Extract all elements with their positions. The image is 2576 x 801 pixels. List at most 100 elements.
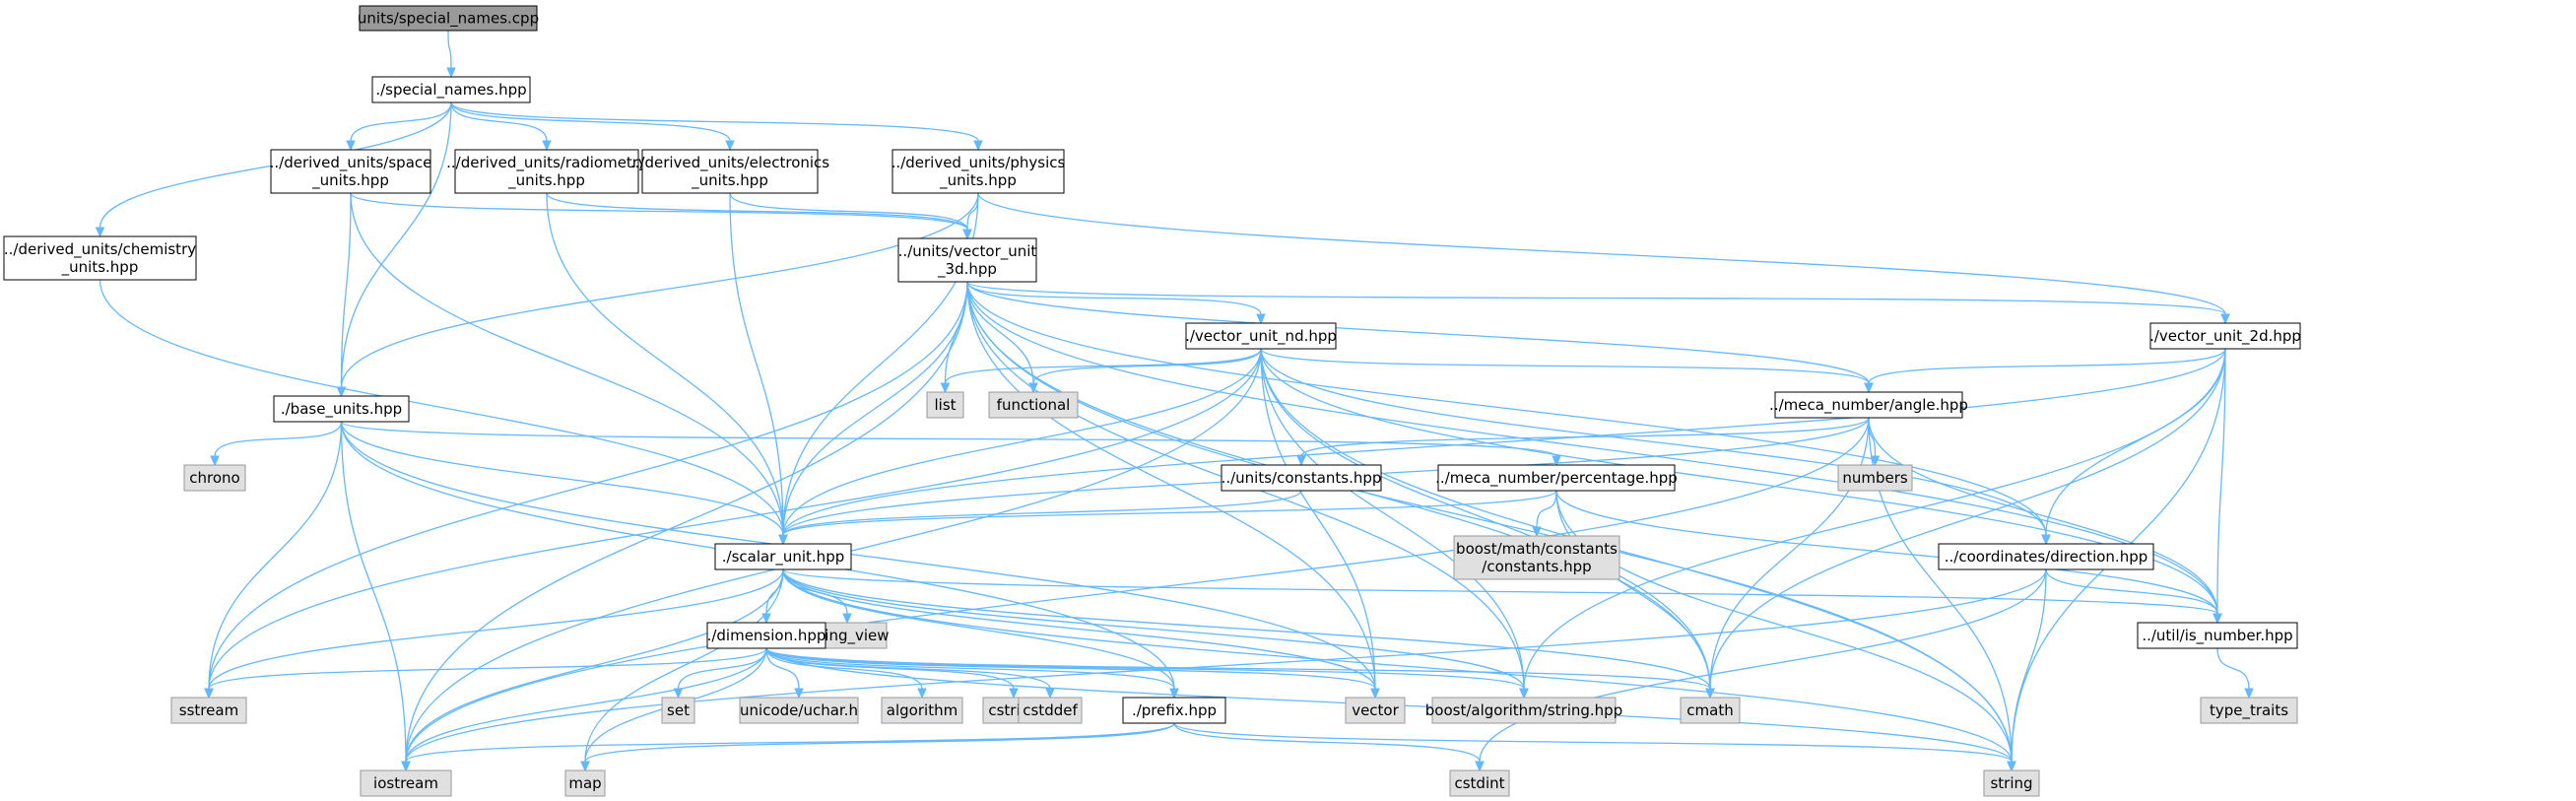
node-special_names[interactable]: ./special_names.hpp — [371, 76, 531, 103]
node-label-space: ../derived_units/space — [270, 154, 432, 172]
node-direction[interactable]: ../coordinates/direction.hpp — [1938, 543, 2154, 570]
node-box-numbers — [1837, 464, 1913, 492]
edge-vund-to-boost_string — [1260, 348, 1525, 690]
node-constants[interactable]: ../units/constants.hpp — [1221, 464, 1382, 492]
node-is_number[interactable]: ../util/is_number.hpp — [2137, 622, 2298, 649]
edge-prefix-to-iostream — [405, 722, 1175, 763]
edge-angle-to-iostream — [405, 417, 1870, 763]
node-box-special_names — [371, 76, 531, 103]
node-cstdint: cstdint — [1449, 769, 1510, 797]
node-box-percentage — [1437, 464, 1676, 492]
arrow-dimension-to-algorithm — [917, 688, 927, 700]
node-box-direction — [1938, 543, 2154, 570]
node-label-electronics: _units.hpp — [691, 171, 768, 190]
node-box-physics — [892, 149, 1065, 194]
node-box-algorithm — [881, 697, 963, 724]
node-box-scalar — [714, 543, 852, 570]
node-electronics[interactable]: ../derived_units/electronics_units.hpp — [630, 149, 829, 194]
node-chrono: chrono — [183, 464, 246, 492]
edge-vu2d-to-direction — [2045, 348, 2226, 536]
arrow-dimension-to-cmath — [1705, 688, 1715, 700]
node-box-radiometry — [454, 149, 639, 194]
edge-dimension-to-algorithm — [765, 647, 923, 690]
node-box-sstream — [170, 697, 247, 724]
node-label-percentage: ../meca_number/percentage.hpp — [1435, 469, 1678, 488]
edge-vund-to-scalar — [782, 348, 1262, 536]
node-label-special_names: ./special_names.hpp — [375, 81, 526, 100]
node-label-scalar: ./scalar_unit.hpp — [722, 548, 844, 567]
arrow-dimension-to-vector — [1370, 688, 1380, 700]
node-percentage[interactable]: ../meca_number/percentage.hpp — [1435, 464, 1678, 492]
node-label-cmath: cmath — [1686, 701, 1733, 719]
node-prefix[interactable]: ./prefix.hpp — [1122, 697, 1226, 724]
node-label-space: _units.hpp — [311, 171, 389, 190]
node-label-boost_const: /constants.hpp — [1482, 558, 1591, 575]
edges-layer — [95, 30, 2254, 772]
edge-chemistry-to-scalar — [99, 279, 784, 536]
edge-vund-to-direction — [1260, 348, 2047, 536]
edge-scalar-to-is_number — [782, 568, 2218, 615]
node-radiometry[interactable]: ../derived_units/radiometry_units.hpp — [446, 149, 647, 194]
node-dimension[interactable]: ./dimension.hpp — [706, 622, 826, 649]
edge-angle-to-constants — [1300, 417, 1870, 457]
edge-direction-to-iostream — [405, 568, 2047, 763]
node-box-boost_const — [1453, 535, 1620, 580]
node-box-functional — [988, 391, 1079, 419]
node-angle[interactable]: ../meca_number/angle.hpp — [1769, 391, 1968, 419]
node-box-angle — [1774, 391, 1963, 419]
edge-vu3d-to-list — [944, 281, 968, 384]
edge-vund-to-list — [944, 348, 1262, 384]
node-box-prefix — [1122, 697, 1226, 724]
node-box-root — [359, 5, 538, 32]
node-algorithm: algorithm — [881, 697, 963, 724]
edge-special_names-to-physics — [450, 101, 979, 142]
node-base_units[interactable]: ./base_units.hpp — [273, 395, 410, 423]
node-label-direction: ../coordinates/direction.hpp — [1945, 548, 2148, 566]
node-physics[interactable]: ../derived_units/physics_units.hpp — [892, 149, 1066, 194]
node-label-angle: ../meca_number/angle.hpp — [1769, 396, 1968, 415]
node-iostream: iostream — [360, 769, 452, 797]
node-functional: functional — [988, 391, 1079, 419]
arrow-percentage-to-boost_const — [1532, 526, 1542, 538]
node-label-vu3d: _3d.hpp — [937, 260, 997, 279]
edge-vu3d-to-vund — [966, 281, 1262, 315]
edge-direction-to-is_number — [2045, 568, 2218, 615]
arrow-physics-to-base_units — [336, 386, 347, 398]
node-chemistry[interactable]: ../derived_units/chemistry_units.hpp — [3, 235, 197, 281]
edge-space-to-base_units — [340, 192, 352, 388]
node-label-physics: _units.hpp — [939, 171, 1017, 190]
node-label-string: string — [1990, 774, 2032, 792]
edge-dimension-to-vector — [765, 647, 1376, 690]
arrow-dimension-to-uchar — [794, 688, 804, 700]
node-label-root: units/special_names.cpp — [358, 10, 539, 29]
arrow-dimension-to-prefix — [1169, 688, 1179, 700]
node-label-iostream: iostream — [373, 774, 438, 792]
node-label-chemistry: ../derived_units/chemistry — [4, 240, 196, 259]
edge-radiometry-to-vu3d — [546, 192, 968, 231]
edge-space-to-vu3d — [350, 192, 968, 231]
node-root: units/special_names.cpp — [358, 5, 539, 32]
node-space[interactable]: ../derived_units/space_units.hpp — [270, 149, 432, 194]
edge-dimension-to-prefix — [765, 647, 1175, 690]
edge-vu3d-to-angle — [966, 281, 1870, 384]
edge-vu2d-to-angle — [1868, 348, 2226, 384]
node-box-iostream — [360, 769, 452, 797]
node-label-set: set — [667, 701, 690, 719]
node-label-vector: vector — [1352, 701, 1399, 719]
edge-vu2d-to-cmath — [1709, 348, 2226, 690]
node-scalar[interactable]: ./scalar_unit.hpp — [714, 543, 852, 570]
node-label-boost_const: boost/math/constants — [1456, 540, 1618, 558]
node-type_traits: type_traits — [2200, 697, 2298, 724]
edge-vu3d-to-scalar — [782, 281, 968, 536]
node-label-radiometry: ../derived_units/radiometry — [446, 154, 647, 172]
arrow-angle-to-numbers — [1870, 455, 1881, 467]
node-box-cstdint — [1449, 769, 1510, 797]
node-vu2d[interactable]: ./vector_unit_2d.hpp — [2149, 322, 2301, 350]
edge-base_units-to-sstream — [208, 421, 343, 690]
arrow-dimension-to-cstddef — [1045, 688, 1055, 700]
edge-vu3d-to-iostream — [405, 281, 968, 763]
node-label-algorithm: algorithm — [887, 701, 958, 719]
node-vund[interactable]: ./vector_unit_nd.hpp — [1185, 322, 1337, 350]
node-vu3d[interactable]: ../units/vector_unit_3d.hpp — [897, 237, 1037, 283]
arrow-vund-to-list — [940, 382, 951, 394]
